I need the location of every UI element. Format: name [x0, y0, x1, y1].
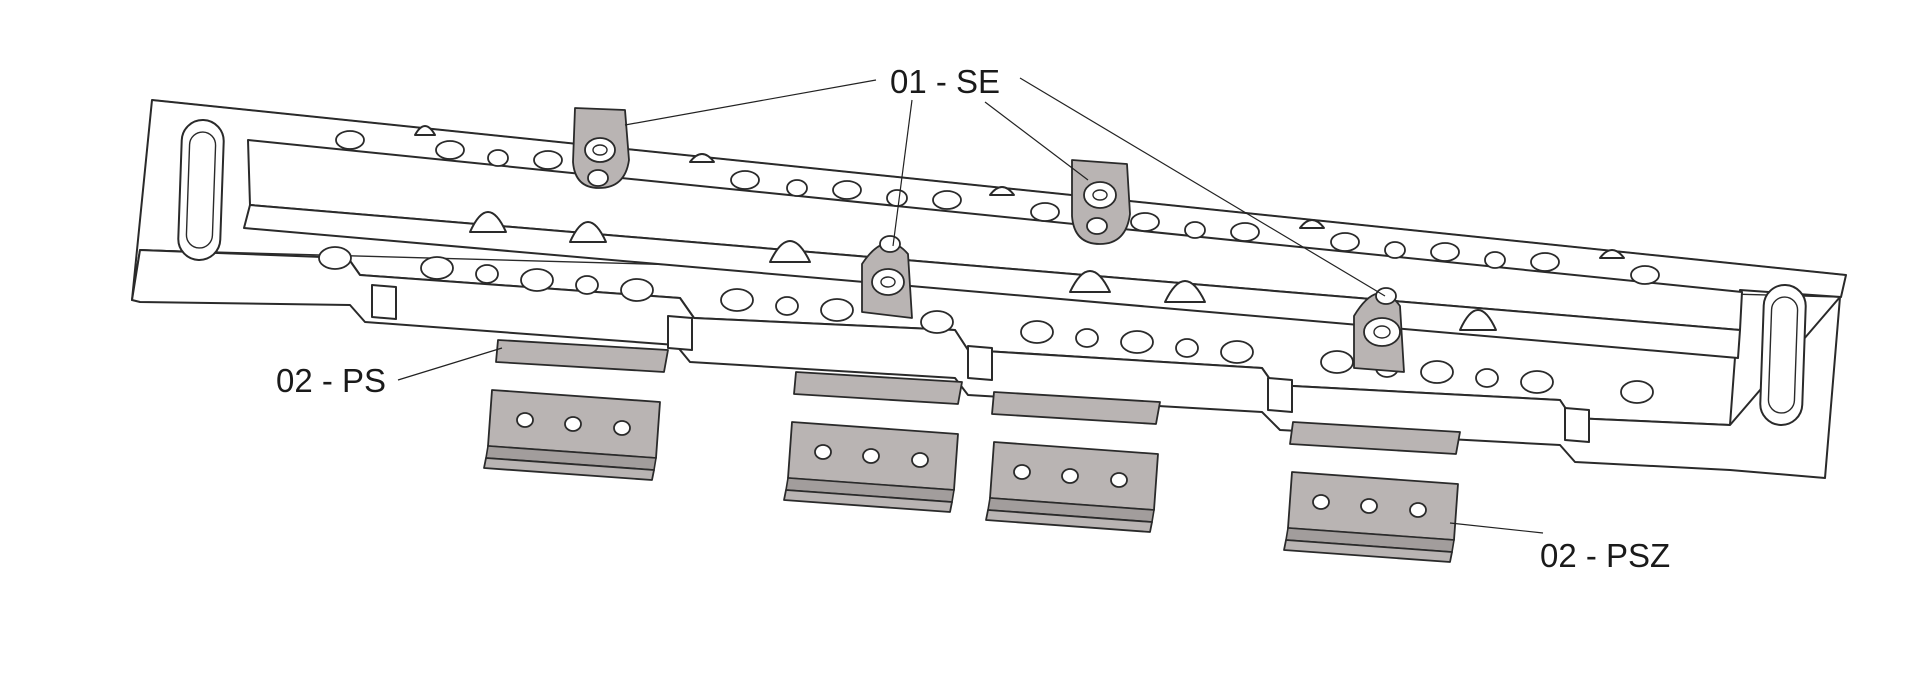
rail-plate: [131, 99, 1847, 479]
psz-strip-2: [783, 421, 959, 513]
psz-strip-3: [985, 441, 1159, 533]
se-clamp-2: [1071, 159, 1131, 245]
ps-strip-2: [793, 371, 963, 405]
front-notches: [371, 284, 1590, 443]
end-slot-right: [1759, 284, 1807, 426]
label-02-ps: 02 - PS: [276, 362, 386, 399]
se-clamp-1: [572, 107, 630, 189]
ps-strip-3: [991, 391, 1161, 425]
ps-strip-1: [495, 339, 669, 373]
holes-lower-row: [318, 246, 1654, 404]
leader-lines: [397, 77, 1544, 534]
psz-strip-4: [1283, 471, 1459, 563]
label-01-se: 01 - SE: [890, 63, 1000, 100]
slot-arches-lower: [469, 211, 1497, 331]
se-clamps: [572, 107, 1405, 373]
psz-strip-1: [483, 389, 661, 481]
holes-upper-row: [335, 130, 1660, 285]
se-clamp-3: [861, 235, 913, 319]
psz-strips-loose: [483, 389, 1459, 563]
end-slot-left: [177, 119, 225, 261]
ps-strips-mounted: [495, 339, 1461, 455]
label-02-psz: 02 - PSZ: [1540, 537, 1670, 574]
se-clamp-4: [1353, 287, 1405, 373]
ps-strip-4: [1289, 421, 1461, 455]
slot-notches-upper: [414, 125, 1625, 259]
